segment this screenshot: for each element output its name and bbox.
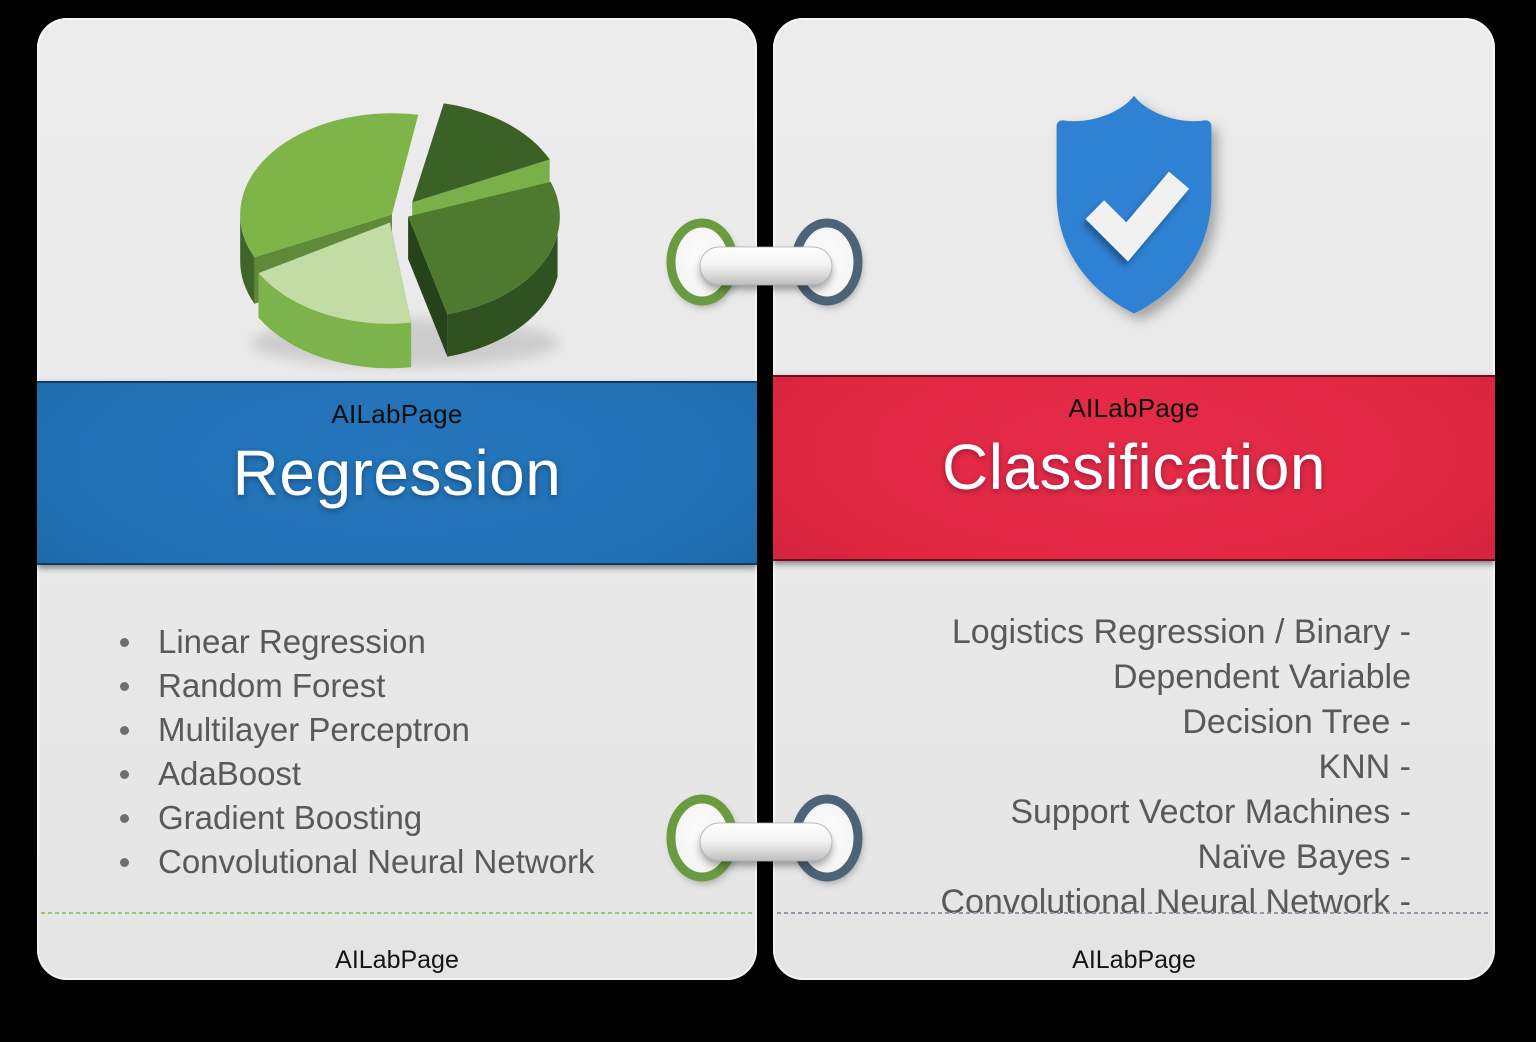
list-item-label: Convolutional Neural Network — [158, 843, 595, 880]
classification-footer: AILabPage — [1072, 946, 1196, 974]
regression-list-item: Gradient Boosting — [120, 796, 737, 840]
regression-list-item: Convolutional Neural Network — [120, 840, 737, 884]
list-item-label: Multilayer Perceptron — [158, 711, 470, 748]
bullet-icon — [120, 813, 129, 823]
classification-list-item: Naïve Bayes - — [1197, 838, 1411, 876]
list-item-label: Linear Regression — [158, 623, 426, 660]
classification-list-item: Decision Tree - — [1182, 703, 1411, 741]
regression-list-item: Random Forest — [120, 664, 737, 708]
classification-banner: AILabPage Classification — [773, 375, 1495, 561]
shield-check-icon — [1056, 95, 1212, 314]
classification-title: Classification — [941, 431, 1327, 503]
classification-card: AILabPage Classification Logistics Regre… — [773, 18, 1495, 980]
binder-strap — [699, 246, 833, 286]
pie-chart-3d-icon — [240, 103, 560, 369]
bullet-icon — [120, 769, 129, 779]
classification-list-item: Convolutional Neural Network - — [940, 883, 1411, 921]
regression-list-item: Linear Regression — [120, 620, 737, 664]
list-item-label: Random Forest — [158, 667, 386, 704]
regression-banner: AILabPage Regression — [37, 381, 757, 565]
binder-rings-bottom — [666, 794, 863, 883]
regression-footer: AILabPage — [335, 946, 459, 974]
classification-list-item: Logistics Regression / Binary - — [951, 613, 1411, 651]
list-item-label: AdaBoost — [158, 755, 302, 792]
binder-strap — [699, 822, 833, 862]
regression-list-item: Multilayer Perceptron — [120, 708, 737, 752]
banner-brand-text: AILabPage — [331, 399, 463, 429]
bullet-icon — [120, 637, 129, 647]
list-item-label: Gradient Boosting — [158, 799, 423, 836]
classification-list-item: Support Vector Machines - — [1010, 793, 1411, 831]
classification-list-item: KNN - — [1318, 748, 1411, 786]
bullet-icon — [120, 857, 129, 867]
binder-rings-top — [666, 218, 863, 307]
regression-title: Regression — [232, 437, 562, 509]
slate-dashed-divider — [777, 912, 1491, 914]
classification-list-item: Dependent Variable — [1112, 658, 1411, 696]
green-dashed-divider — [41, 912, 753, 914]
bullet-icon — [120, 681, 129, 691]
banner-brand-text: AILabPage — [1068, 393, 1200, 423]
classification-list: Logistics Regression / Binary - Dependent… — [813, 610, 1411, 925]
regression-list-item: AdaBoost — [120, 752, 737, 796]
bullet-icon — [120, 725, 129, 735]
